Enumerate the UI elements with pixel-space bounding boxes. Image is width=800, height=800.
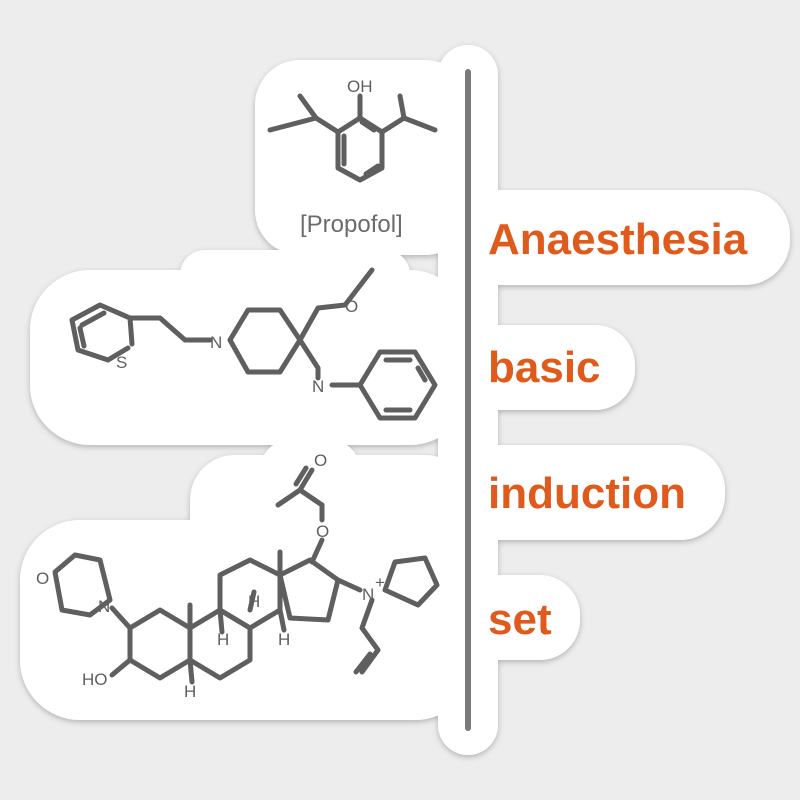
propofol-structure xyxy=(267,93,438,183)
sufentanil-structure xyxy=(69,267,438,421)
rocuronium-o-ester-label: O xyxy=(316,522,329,541)
rocuronium-n-plus-label: N xyxy=(362,585,374,604)
rocuronium-n-morph-label: N xyxy=(98,597,110,616)
propofol-oh-label: OH xyxy=(347,77,373,96)
sufentanil-o-label: O xyxy=(345,297,358,316)
sticker-background xyxy=(20,45,790,755)
rocuronium-h4-label: H xyxy=(184,682,196,701)
rocuronium-h1-label: H xyxy=(217,630,229,649)
title-line-basic: basic xyxy=(488,343,601,392)
rocuronium-o-carbonyl-label: O xyxy=(314,451,327,470)
sufentanil-s-label: S xyxy=(116,353,127,372)
rocuronium-structure xyxy=(52,465,440,685)
rocuronium-h2-label: H xyxy=(248,592,260,611)
rocuronium-ho-label: HO xyxy=(82,670,108,689)
title-line-set: set xyxy=(488,595,552,644)
title-line-anaesthesia: Anaesthesia xyxy=(488,215,748,264)
title-line-induction: induction xyxy=(488,469,686,518)
propofol-caption: [Propofol] xyxy=(300,211,403,238)
sufentanil-n-ring-label: N xyxy=(210,333,222,352)
rocuronium-plus-label: + xyxy=(375,573,385,592)
rocuronium-o-morph-label: O xyxy=(36,569,49,588)
sufentanil-n-amine-label: N xyxy=(312,377,324,396)
rocuronium-h3-label: H xyxy=(278,630,290,649)
